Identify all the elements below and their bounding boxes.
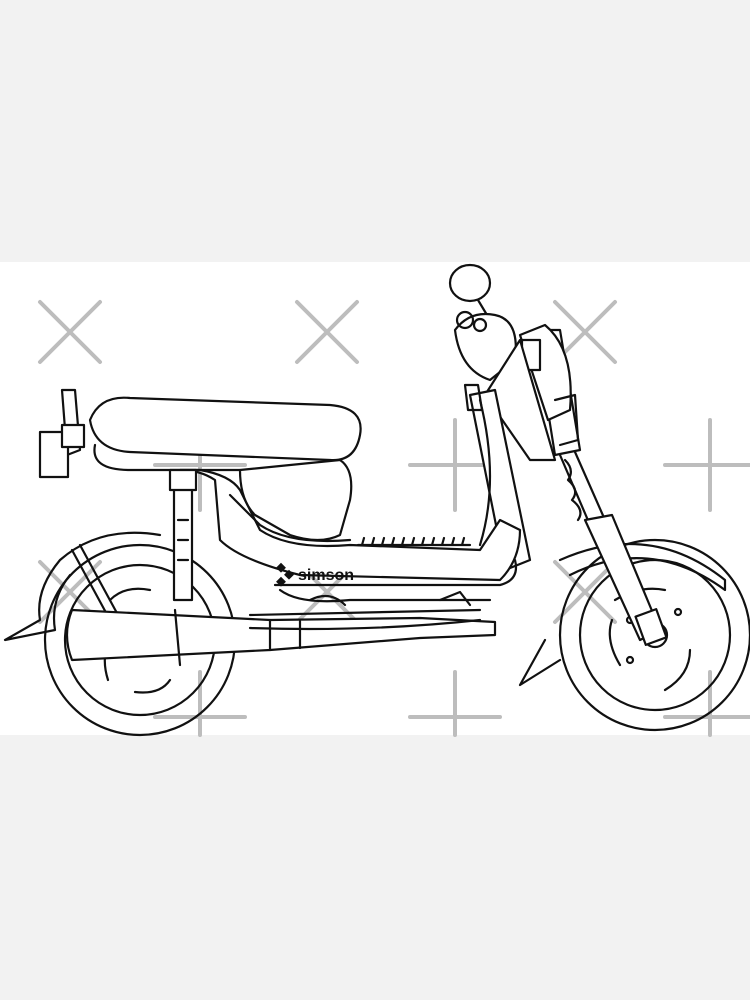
side-panel xyxy=(238,458,353,542)
logo-text: simson xyxy=(298,567,354,584)
handlebar-and-mirror xyxy=(448,263,517,382)
rear-rack-strut xyxy=(70,543,120,622)
seat xyxy=(38,388,362,479)
footboard xyxy=(248,608,482,631)
engine xyxy=(308,590,472,607)
watermarks xyxy=(38,300,750,737)
exhaust-pipe xyxy=(65,608,497,667)
rear-shock xyxy=(168,468,198,602)
body-frame xyxy=(178,338,557,603)
rear-mudguard xyxy=(3,531,162,642)
